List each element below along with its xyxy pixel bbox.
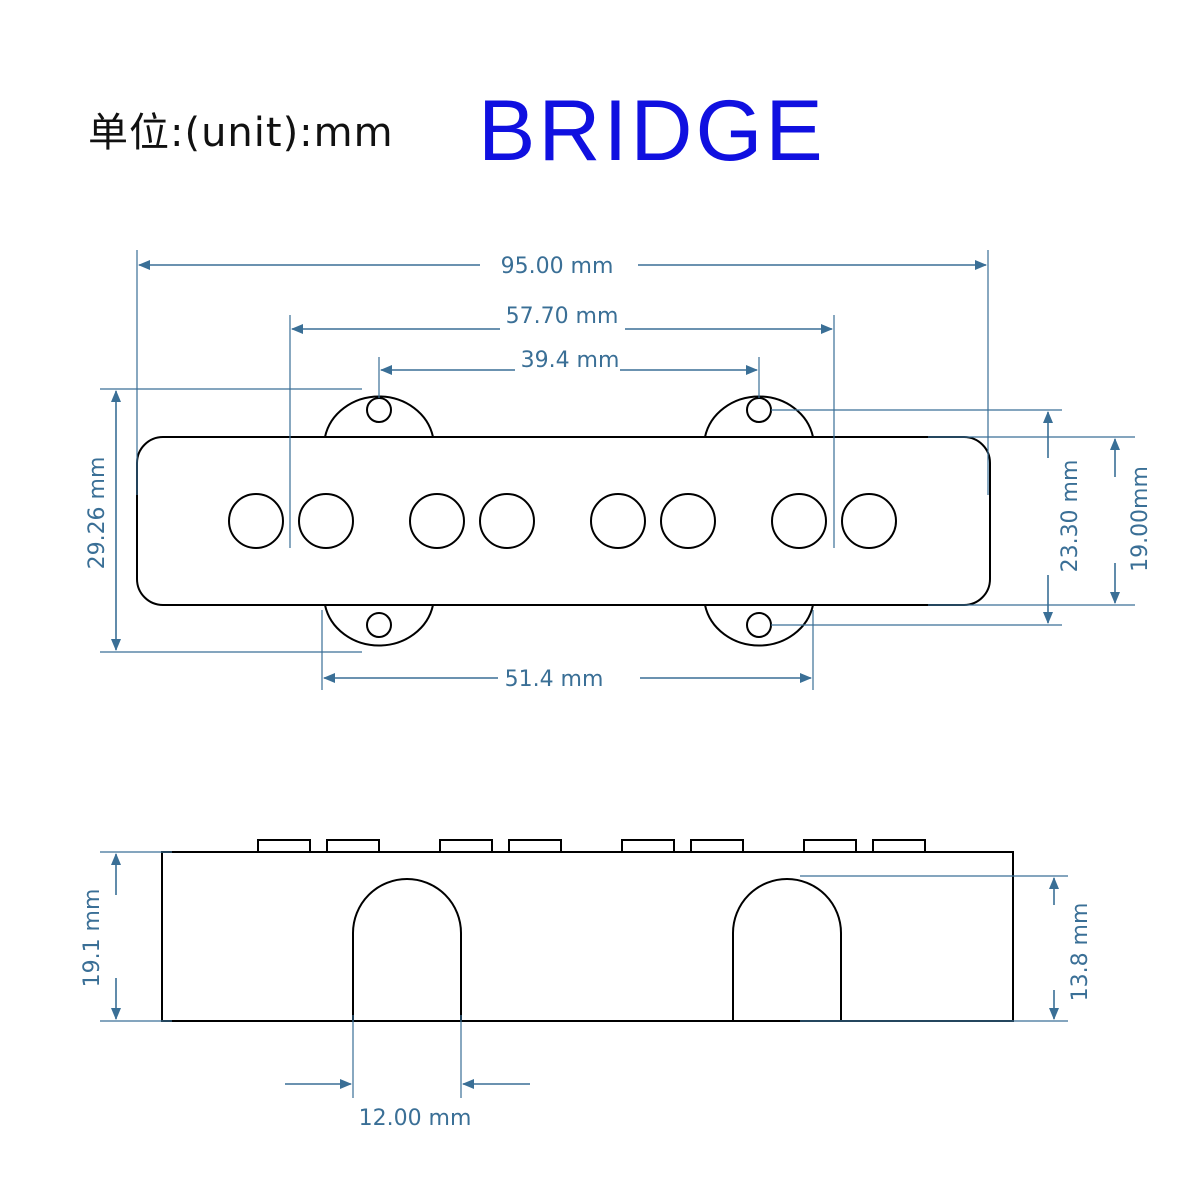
pickup-body-top — [136, 436, 991, 606]
dim-label: 19.00mm — [1128, 466, 1153, 572]
pole-top — [326, 839, 380, 853]
dim-label: 13.8 mm — [1068, 903, 1093, 1002]
mount-hole — [746, 612, 772, 638]
pole-top — [690, 839, 744, 853]
dim-label: 29.26 mm — [85, 457, 110, 570]
pole-piece — [590, 493, 646, 549]
pole-piece — [298, 493, 354, 549]
dim-arch-width: 12.00 mm — [285, 1015, 530, 1131]
dim-label: 23.30 mm — [1058, 460, 1083, 573]
page-title: BRIDGE — [478, 83, 826, 179]
top-view: 95.00 mm 57.70 mm 39.4 mm 51.4 mm — [84, 250, 1153, 692]
pole-top — [257, 839, 311, 853]
mount-hole — [366, 397, 392, 423]
pole-top — [872, 839, 926, 853]
dim-lower-mount-spacing: 51.4 mm — [321, 610, 814, 692]
dim-body-width: 19.00mm — [928, 436, 1153, 606]
dim-label: 57.70 mm — [506, 304, 619, 329]
pole-piece — [771, 493, 827, 549]
pole-piece — [841, 493, 897, 549]
pole-piece — [660, 493, 716, 549]
pole-tops — [257, 839, 926, 853]
dim-label: 51.4 mm — [505, 667, 604, 692]
side-view: 19.1 mm 13.8 mm 12.00 mm — [80, 839, 1093, 1131]
dim-label: 95.00 mm — [501, 254, 614, 279]
dim-label: 39.4 mm — [521, 348, 620, 373]
dim-mount-hole-spacing: 23.30 mm — [771, 409, 1083, 626]
pole-pieces — [228, 493, 897, 549]
pole-piece — [409, 493, 465, 549]
dim-upper-mount-spacing: 39.4 mm — [378, 347, 760, 398]
pole-piece — [228, 493, 284, 549]
pole-piece — [479, 493, 535, 549]
mount-hole — [366, 612, 392, 638]
dim-pole-span: 57.70 mm — [289, 304, 835, 548]
arch-right — [732, 878, 842, 1022]
arch-left — [352, 878, 462, 1022]
dim-height: 19.1 mm — [80, 851, 172, 1022]
dim-overall-length: 95.00 mm — [136, 250, 989, 495]
pole-top — [508, 839, 562, 853]
pole-top — [621, 839, 675, 853]
dim-label: 19.1 mm — [80, 889, 105, 988]
unit-label: 单位:(unit):mm — [88, 110, 394, 156]
dim-arch-height: 13.8 mm — [800, 875, 1093, 1022]
pole-top — [803, 839, 857, 853]
pickup-body-side — [161, 851, 1014, 1022]
pole-top — [439, 839, 493, 853]
mount-hole — [746, 397, 772, 423]
dim-label: 12.00 mm — [359, 1106, 472, 1131]
dim-overall-width: 29.26 mm — [84, 388, 362, 653]
